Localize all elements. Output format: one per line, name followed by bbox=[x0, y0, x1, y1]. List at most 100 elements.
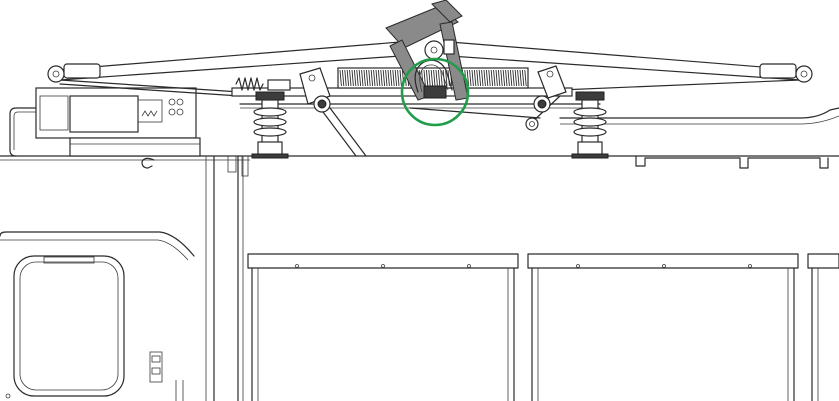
spring-turn bbox=[370, 69, 374, 87]
u-clip-inner bbox=[419, 64, 449, 93]
spring-coil bbox=[235, 67, 529, 91]
spring-turn bbox=[440, 69, 443, 87]
rivet bbox=[576, 264, 580, 268]
spring-turn bbox=[361, 69, 364, 87]
roof-rail-right bbox=[559, 107, 839, 119]
spring-turn bbox=[399, 69, 402, 87]
rivet bbox=[662, 264, 666, 268]
rivet bbox=[467, 264, 471, 268]
spring-turn bbox=[512, 69, 515, 87]
rail-wheel-left-hub bbox=[317, 99, 327, 109]
spring-turn bbox=[483, 69, 486, 87]
panel-header bbox=[247, 253, 519, 269]
spring-turn bbox=[385, 69, 388, 87]
damper-body bbox=[267, 79, 291, 91]
spring-turn bbox=[521, 69, 525, 87]
lever-bracket bbox=[443, 39, 455, 55]
spring-turn bbox=[380, 69, 383, 87]
spring-turn bbox=[428, 69, 431, 87]
equipment-knob bbox=[168, 108, 176, 116]
roof-rail-right-inner bbox=[560, 115, 839, 125]
insulator-foot bbox=[251, 153, 289, 159]
spring-turn bbox=[425, 69, 429, 87]
door-window-inner bbox=[19, 261, 119, 391]
spring-turn bbox=[341, 69, 345, 87]
insulator-cap bbox=[255, 91, 285, 101]
spring-turn bbox=[353, 69, 357, 87]
arm-upper-right-lower bbox=[449, 55, 801, 81]
spring-turn bbox=[445, 69, 448, 87]
strut-left bbox=[319, 107, 357, 157]
lever-pivot-hub bbox=[430, 46, 438, 54]
spring-turn bbox=[478, 69, 482, 87]
rivet bbox=[381, 264, 385, 268]
lever-pivot bbox=[424, 40, 444, 60]
door-bolt bbox=[5, 393, 11, 399]
insulator-right bbox=[571, 91, 609, 159]
insulator-left bbox=[251, 91, 289, 159]
equipment-knob bbox=[168, 98, 176, 106]
spring-turn bbox=[344, 69, 347, 87]
spring-turn bbox=[517, 69, 520, 87]
spring-turn bbox=[502, 69, 506, 87]
spring-turn bbox=[497, 69, 501, 87]
lever-foot bbox=[423, 85, 447, 99]
arm-upper-right bbox=[449, 41, 801, 71]
spring-turn bbox=[433, 69, 436, 87]
roof-panel-2 bbox=[527, 253, 799, 401]
insulator-shed bbox=[573, 127, 607, 137]
arm-lower-right bbox=[559, 79, 801, 91]
spring-turn bbox=[493, 69, 496, 87]
roof-panel-3 bbox=[807, 253, 839, 401]
hook-icon bbox=[141, 157, 155, 169]
spring-turn bbox=[430, 69, 434, 87]
end-roller-left bbox=[47, 65, 65, 83]
cable-left bbox=[9, 107, 37, 157]
door-latch bbox=[149, 351, 163, 383]
spring-turn bbox=[481, 69, 484, 87]
spring-turn bbox=[507, 69, 510, 87]
spring-turn bbox=[423, 69, 426, 87]
roof-stubs bbox=[635, 155, 829, 169]
strut-left-2 bbox=[329, 107, 367, 157]
spring-turn bbox=[397, 69, 400, 87]
spring-turn bbox=[358, 69, 362, 87]
spring-turn bbox=[339, 69, 342, 87]
arm-upper-left-lower bbox=[59, 55, 401, 81]
spring-turn bbox=[524, 69, 527, 87]
plate-bolt bbox=[308, 74, 316, 82]
spring-turn bbox=[373, 69, 376, 87]
equipment-housing bbox=[69, 95, 139, 133]
roof-panel-1 bbox=[247, 253, 519, 401]
door-window-top bbox=[43, 256, 95, 264]
spring-turn bbox=[469, 69, 472, 87]
spring-turn bbox=[349, 69, 352, 87]
end-clamp-left bbox=[63, 63, 101, 79]
bracket bbox=[241, 155, 249, 177]
spring-turn bbox=[382, 69, 386, 87]
panel-header bbox=[527, 253, 799, 269]
pivot-joint-hub bbox=[529, 121, 535, 127]
door-arch-inner bbox=[0, 239, 189, 261]
side-plate-right bbox=[537, 65, 567, 99]
end-clamp-right bbox=[759, 63, 797, 79]
spring-turn bbox=[495, 69, 498, 87]
spring-turn bbox=[356, 69, 359, 87]
insulator-shed bbox=[253, 127, 287, 137]
spring-turn bbox=[375, 69, 378, 87]
spring-turn bbox=[519, 69, 522, 87]
damper-spring bbox=[235, 77, 264, 91]
plate-bolt bbox=[546, 70, 554, 78]
spring-turn bbox=[485, 69, 489, 87]
spring-turn bbox=[392, 69, 395, 87]
cable-left-inner bbox=[13, 111, 36, 150]
door-arch-outer bbox=[0, 231, 195, 257]
insulator-shed bbox=[573, 117, 607, 127]
equipment-block bbox=[137, 99, 163, 123]
spring-turn bbox=[505, 69, 508, 87]
panel-header bbox=[807, 253, 839, 269]
spring-turn bbox=[466, 69, 470, 87]
spring-turn bbox=[488, 69, 491, 87]
insulator-shed bbox=[573, 107, 607, 117]
spring-turn bbox=[471, 69, 474, 87]
